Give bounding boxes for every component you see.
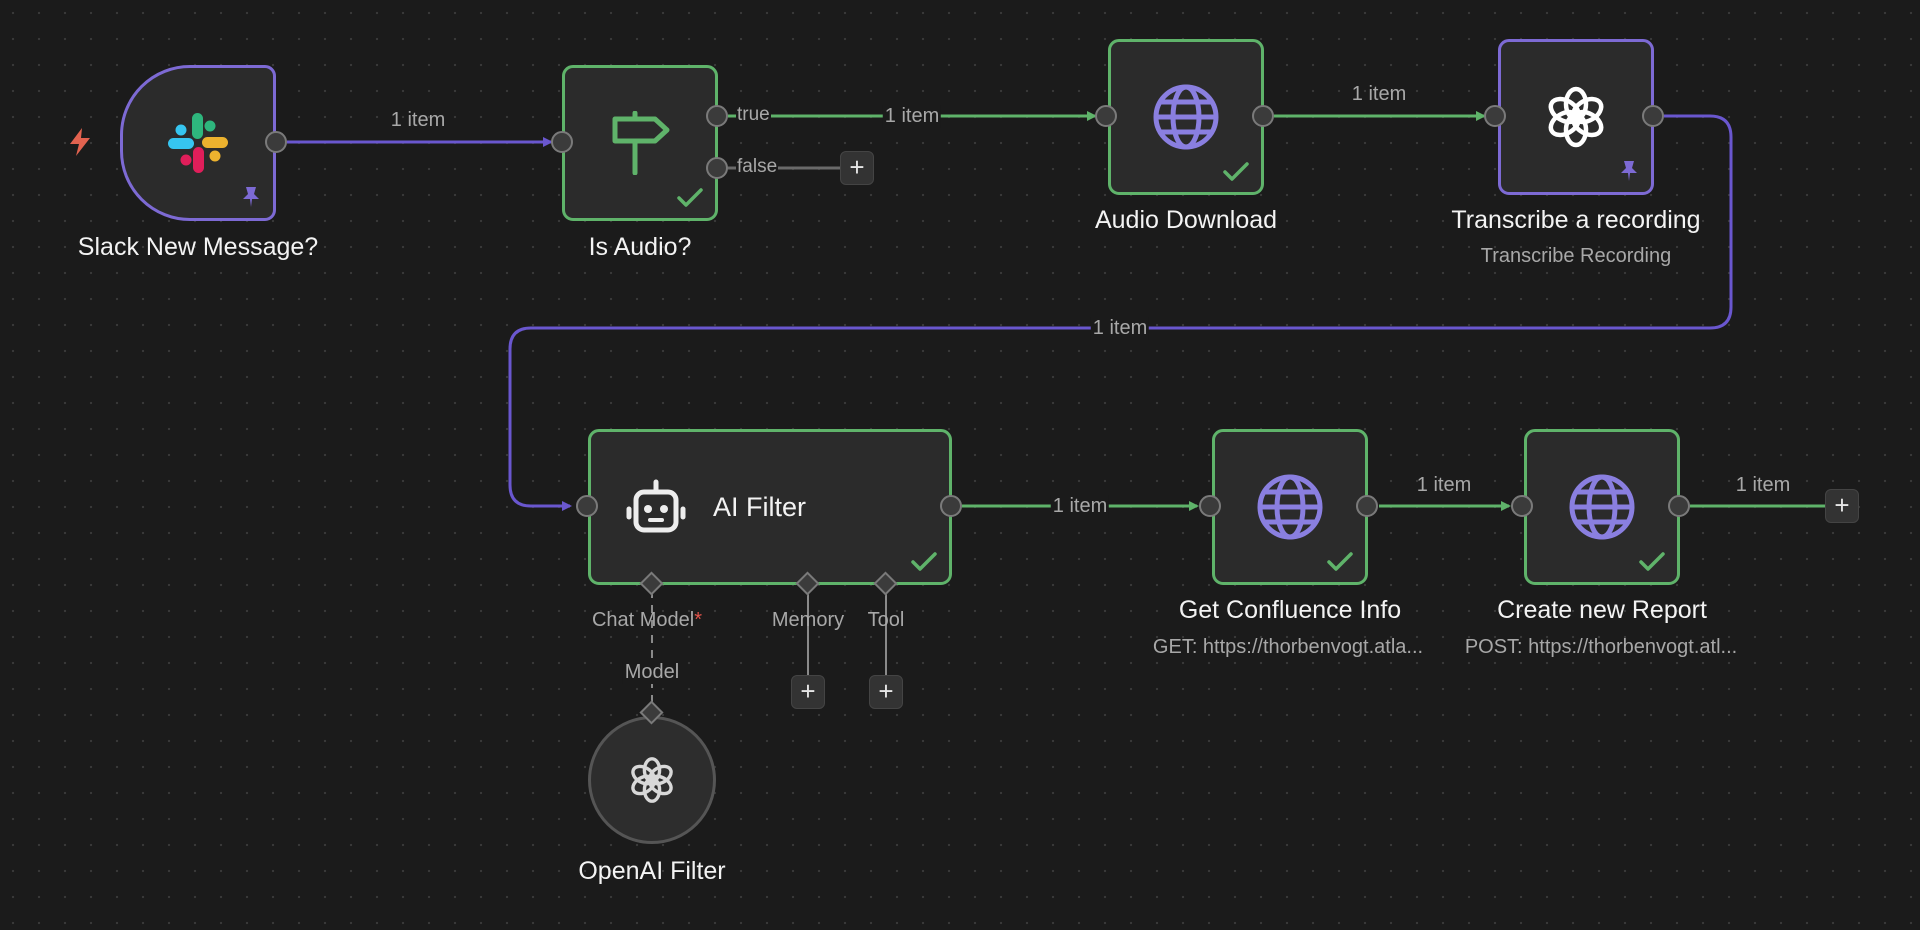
node-ai-filter[interactable]: AI Filter [588, 429, 952, 585]
edge-label-confluence-to-report: 1 item [1416, 474, 1472, 496]
output-port-transcribe[interactable] [1642, 105, 1664, 127]
node-label-report: Create new Report [1497, 596, 1707, 624]
success-check-icon [911, 552, 937, 571]
node-label-openai-filter: OpenAI Filter [578, 857, 726, 885]
success-check-icon [1639, 552, 1665, 571]
required-mark: * [694, 609, 703, 631]
node-sublabel-transcribe: Transcribe Recording [1480, 245, 1672, 267]
input-port-confluence[interactable] [1199, 495, 1221, 517]
node-label-slack: Slack New Message? [77, 233, 319, 261]
openai-icon [1548, 86, 1604, 148]
success-check-icon [677, 188, 703, 207]
edge-label-slack-to-is-audio: 1 item [390, 109, 446, 131]
node-create-new-report[interactable] [1524, 429, 1680, 585]
branch-label-true: true [736, 104, 771, 126]
node-label-confluence: Get Confluence Info [1178, 596, 1402, 624]
globe-icon [1569, 474, 1635, 540]
link-label-model: Model [622, 661, 682, 684]
node-title-ai-filter: AI Filter [713, 492, 807, 522]
output-port-ai-filter[interactable] [940, 495, 962, 517]
output-port-confluence[interactable] [1356, 495, 1378, 517]
output-port-audio-download[interactable] [1252, 105, 1274, 127]
robot-icon [626, 479, 686, 533]
node-transcribe[interactable] [1498, 39, 1654, 195]
output-port-true[interactable] [706, 105, 728, 127]
port-label-memory: Memory [771, 609, 845, 631]
slack-icon [168, 113, 228, 173]
pin-icon [1621, 161, 1637, 181]
edge-label-report-out: 1 item [1735, 474, 1791, 496]
input-port-report[interactable] [1511, 495, 1533, 517]
port-label-chat-model: Chat Model* [591, 609, 703, 631]
node-sublabel-confluence: GET: https://thorbenvogt.atla... [1152, 636, 1424, 658]
branch-label-false: false [736, 156, 779, 178]
node-is-audio[interactable] [562, 65, 718, 221]
lightning-bolt-icon [70, 128, 90, 156]
node-sublabel-report: POST: https://thorbenvogt.atl... [1464, 636, 1738, 658]
node-slack-new-message[interactable] [120, 65, 276, 221]
globe-icon [1257, 474, 1323, 540]
input-port-audio-download[interactable] [1095, 105, 1117, 127]
success-check-icon [1327, 552, 1353, 571]
signpost-icon [612, 111, 670, 175]
globe-icon [1153, 84, 1219, 150]
node-label-transcribe: Transcribe a recording [1451, 206, 1701, 234]
output-port-slack[interactable] [265, 131, 287, 153]
edge-label-ai-filter-to-confluence: 1 item [1050, 495, 1110, 518]
add-node-after-report-button[interactable]: + [1825, 489, 1859, 523]
input-port-is-audio[interactable] [551, 131, 573, 153]
input-port-transcribe[interactable] [1484, 105, 1506, 127]
pin-icon [243, 187, 259, 207]
edge-label-audio-download-to-transcribe: 1 item [1351, 83, 1407, 105]
output-port-false[interactable] [706, 157, 728, 179]
node-label-audio-download: Audio Download [1094, 206, 1278, 234]
output-port-report[interactable] [1668, 495, 1690, 517]
success-check-icon [1223, 162, 1249, 181]
node-audio-download[interactable] [1108, 39, 1264, 195]
edge-label-true-to-audio-download: 1 item [882, 105, 942, 128]
edge-label-transcribe-to-ai-filter: 1 item [1090, 317, 1150, 340]
openai-icon [631, 757, 673, 803]
add-node-false-button[interactable]: + [840, 151, 874, 185]
node-label-is-audio: Is Audio? [588, 233, 692, 261]
add-memory-button[interactable]: + [791, 675, 825, 709]
node-get-confluence-info[interactable] [1212, 429, 1368, 585]
node-openai-filter[interactable] [588, 716, 716, 844]
add-tool-button[interactable]: + [869, 675, 903, 709]
port-label-tool: Tool [867, 609, 905, 631]
input-port-ai-filter[interactable] [576, 495, 598, 517]
